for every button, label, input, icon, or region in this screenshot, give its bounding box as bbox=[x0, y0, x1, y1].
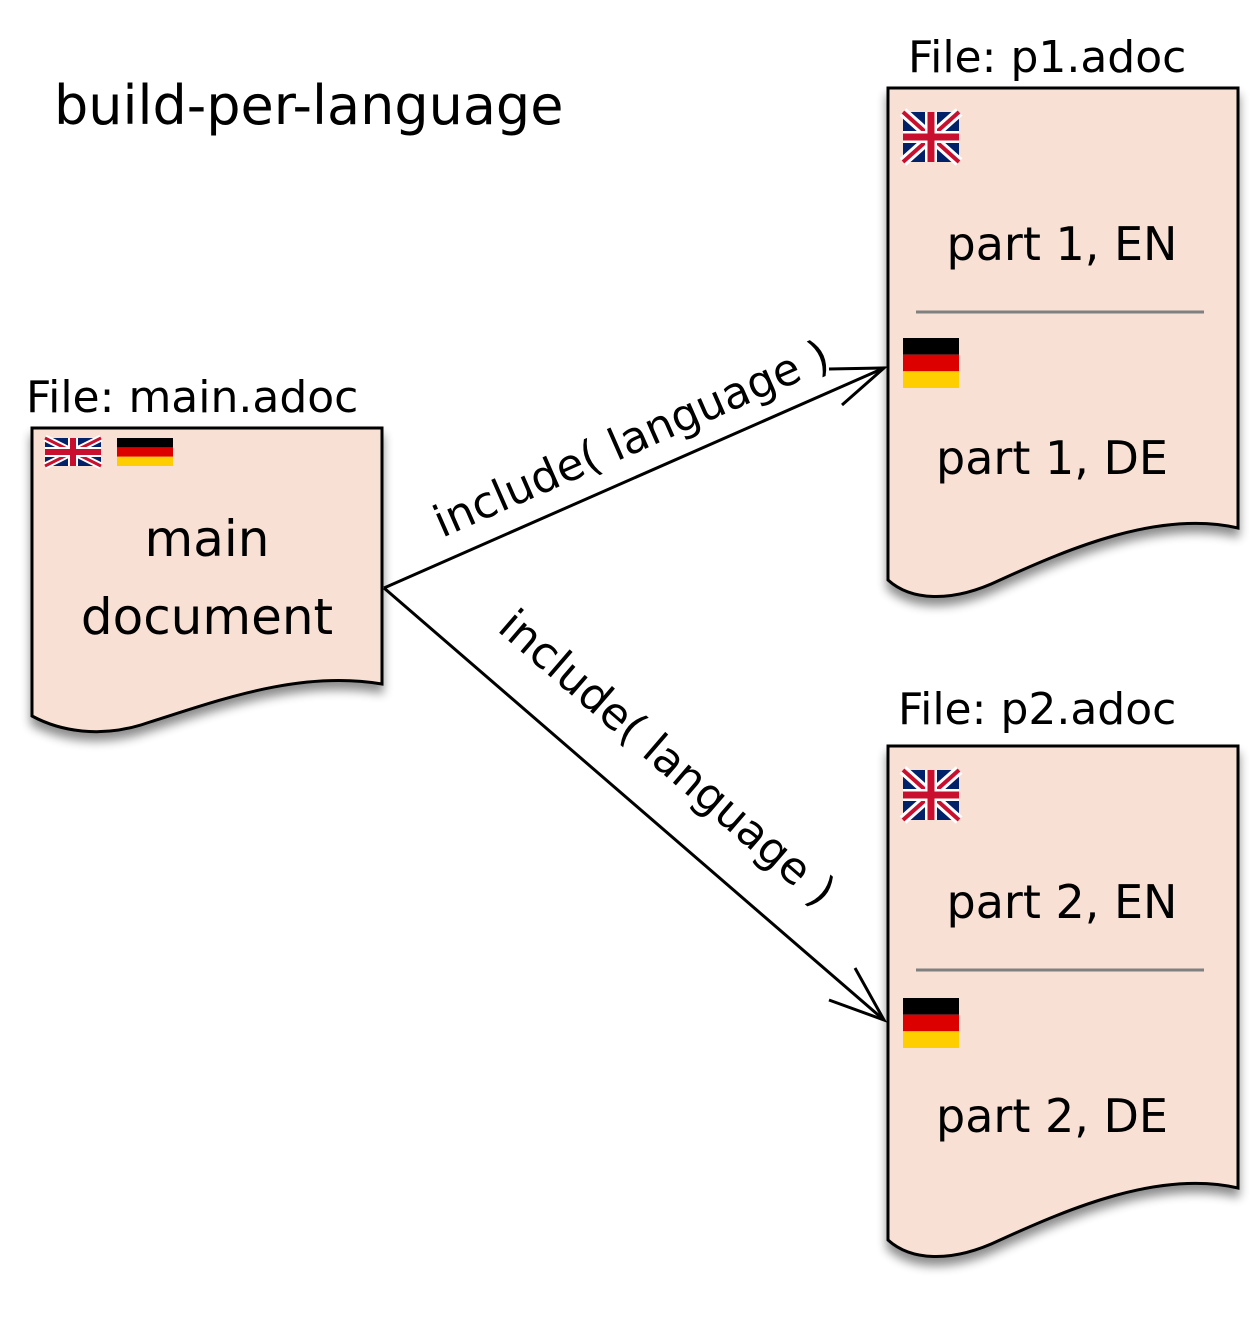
main-doc-line1: main bbox=[145, 510, 270, 568]
de-flag-icon bbox=[903, 338, 959, 388]
main-file-label: File: main.adoc bbox=[26, 372, 358, 423]
uk-flag-icon bbox=[45, 438, 101, 466]
p1-document-shape bbox=[886, 86, 1240, 598]
edge-main-to-p1: include( language ) bbox=[383, 330, 889, 590]
p2-document-node: File: p2.adoc part 2, EN part 2, DE bbox=[886, 684, 1240, 1258]
de-flag-icon bbox=[117, 438, 173, 466]
p2-part-en: part 2, EN bbox=[947, 875, 1178, 929]
p1-file-label: File: p1.adoc bbox=[908, 32, 1186, 83]
main-document-shape bbox=[30, 426, 384, 734]
p2-part-de: part 2, DE bbox=[936, 1089, 1168, 1143]
p1-document-node: File: p1.adoc part 1, EN part 1, DE bbox=[886, 32, 1240, 598]
de-flag-icon bbox=[903, 998, 959, 1048]
p1-part-en: part 1, EN bbox=[947, 217, 1178, 271]
p1-part-de: part 1, DE bbox=[936, 431, 1168, 485]
diagram-title: build-per-language bbox=[54, 74, 563, 137]
uk-flag-icon bbox=[903, 112, 959, 162]
edge-label-p1: include( language ) bbox=[426, 330, 837, 548]
edge-label-p2: include( language ) bbox=[489, 600, 845, 917]
main-document-node: File: main.adoc main document bbox=[26, 372, 384, 734]
edge-main-to-p2: include( language ) bbox=[383, 586, 888, 1023]
p2-document-shape bbox=[886, 744, 1240, 1258]
p2-file-label: File: p2.adoc bbox=[898, 684, 1176, 735]
main-doc-line2: document bbox=[81, 588, 333, 646]
uk-flag-icon bbox=[903, 770, 959, 820]
